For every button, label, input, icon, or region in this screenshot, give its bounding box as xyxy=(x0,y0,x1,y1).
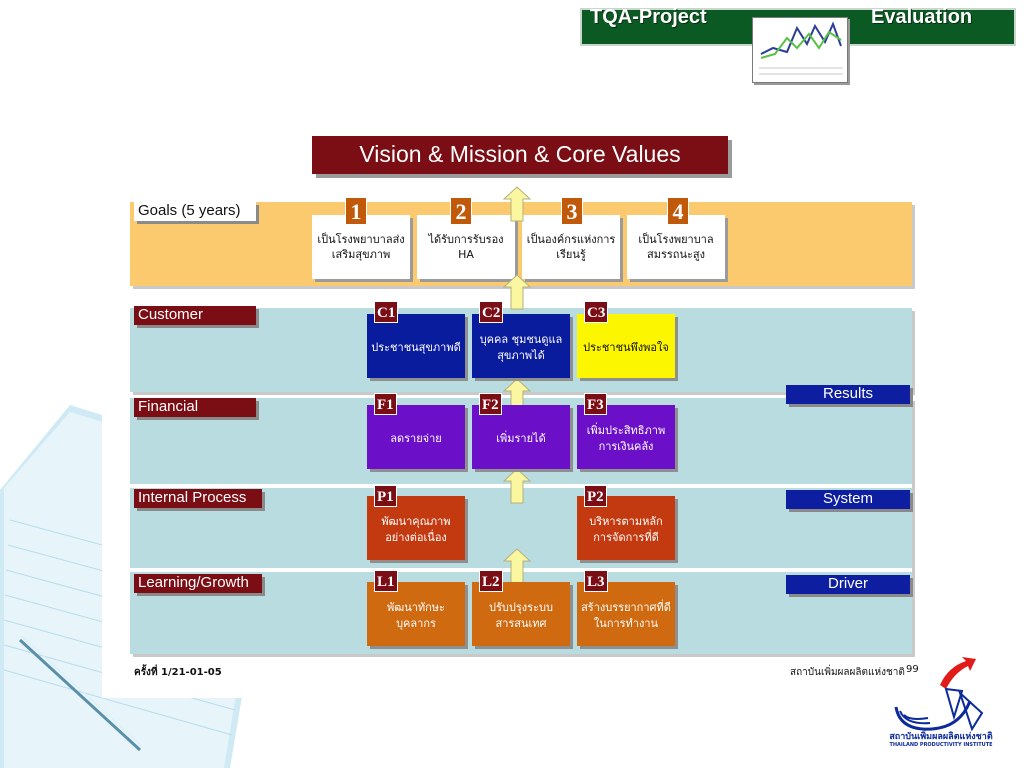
goal-number: 1 xyxy=(345,197,367,225)
tag-f1: F1 xyxy=(374,393,397,415)
financial-label: Financial xyxy=(134,398,256,417)
tag-f3: F3 xyxy=(584,393,607,415)
goals-label: Goals (5 years) xyxy=(134,202,256,221)
goal-number: 2 xyxy=(450,197,472,225)
strategy-box-p1: พัฒนาคุณภาพอย่างต่อเนื่อง xyxy=(367,496,465,560)
strategy-box-c3: ประชาชนพึงพอใจ xyxy=(577,314,675,378)
up-arrow-icon xyxy=(503,468,531,504)
strategy-box-f3: เพิ่มประสิทธิภาพการเงินคลัง xyxy=(577,405,675,469)
tag-p2: P2 xyxy=(584,485,607,507)
tag-f2: F2 xyxy=(479,393,502,415)
strategy-box-l1: พัฒนาทักษะบุคลากร xyxy=(367,582,465,646)
tag-c3: C3 xyxy=(584,301,609,323)
strategy-box-f2: เพิ่มรายได้ xyxy=(472,405,570,469)
line-chart-icon xyxy=(752,17,848,83)
results-label: Results xyxy=(786,385,910,404)
tag-c2: C2 xyxy=(479,301,504,323)
tag-p1: P1 xyxy=(374,485,397,507)
footer-organization: สถาบันเพิ่มผลผลิตแห่งชาติ xyxy=(790,667,905,678)
system-label: System xyxy=(786,490,910,509)
goal-box: เป็นโรงพยาบาลส่งเสริมสุขภาพ xyxy=(312,215,410,279)
driver-label: Driver xyxy=(786,575,910,594)
tag-c1: C1 xyxy=(374,301,399,323)
goal-box: เป็นโรงพยาบาลสมรรถนะสูง xyxy=(627,215,725,279)
tag-l3: L3 xyxy=(584,570,608,592)
logo-name: สถาบันเพิ่มผลผลิตแห่งชาติ xyxy=(889,732,993,742)
goal-number: 4 xyxy=(667,197,689,225)
goal-box: เป็นองค์กรแห่งการเรียนรู้ xyxy=(522,215,620,279)
customer-label: Customer xyxy=(134,306,256,325)
strategy-box-c1: ประชาชนสุขภาพดี xyxy=(367,314,465,378)
footer-date: ครั้งที่ 1/21-01-05 xyxy=(134,667,222,678)
strategy-box-c2: บุคคล ชุมชนดูแลสุขภาพได้ xyxy=(472,314,570,378)
logo-subtitle: THAILAND PRODUCTIVITY INSTITUTE xyxy=(889,742,993,748)
tag-l1: L1 xyxy=(374,570,398,592)
up-arrow-icon xyxy=(503,186,531,222)
project-title: TQA-Project xyxy=(590,6,707,28)
up-arrow-icon xyxy=(503,548,531,584)
goal-number: 3 xyxy=(561,197,583,225)
tag-l2: L2 xyxy=(479,570,503,592)
page-title: Vision & Mission & Core Values xyxy=(312,136,728,174)
strategy-box-f1: ลดรายจ่าย xyxy=(367,405,465,469)
evaluation-title: Evaluation xyxy=(871,6,973,28)
strategy-box-l3: สร้างบรรยากาศที่ดีในการทำงาน xyxy=(577,582,675,646)
up-arrow-icon xyxy=(503,274,531,310)
internal-process-label: Internal Process xyxy=(134,489,262,508)
page-number: 99 xyxy=(906,664,919,675)
goal-box: ได้รับการรับรอง HA xyxy=(417,215,515,279)
tpi-logo-icon xyxy=(894,657,984,732)
strategy-box-l2: ปรับปรุงระบบสารสนเทศ xyxy=(472,582,570,646)
learning-growth-label: Learning/Growth xyxy=(134,574,262,593)
